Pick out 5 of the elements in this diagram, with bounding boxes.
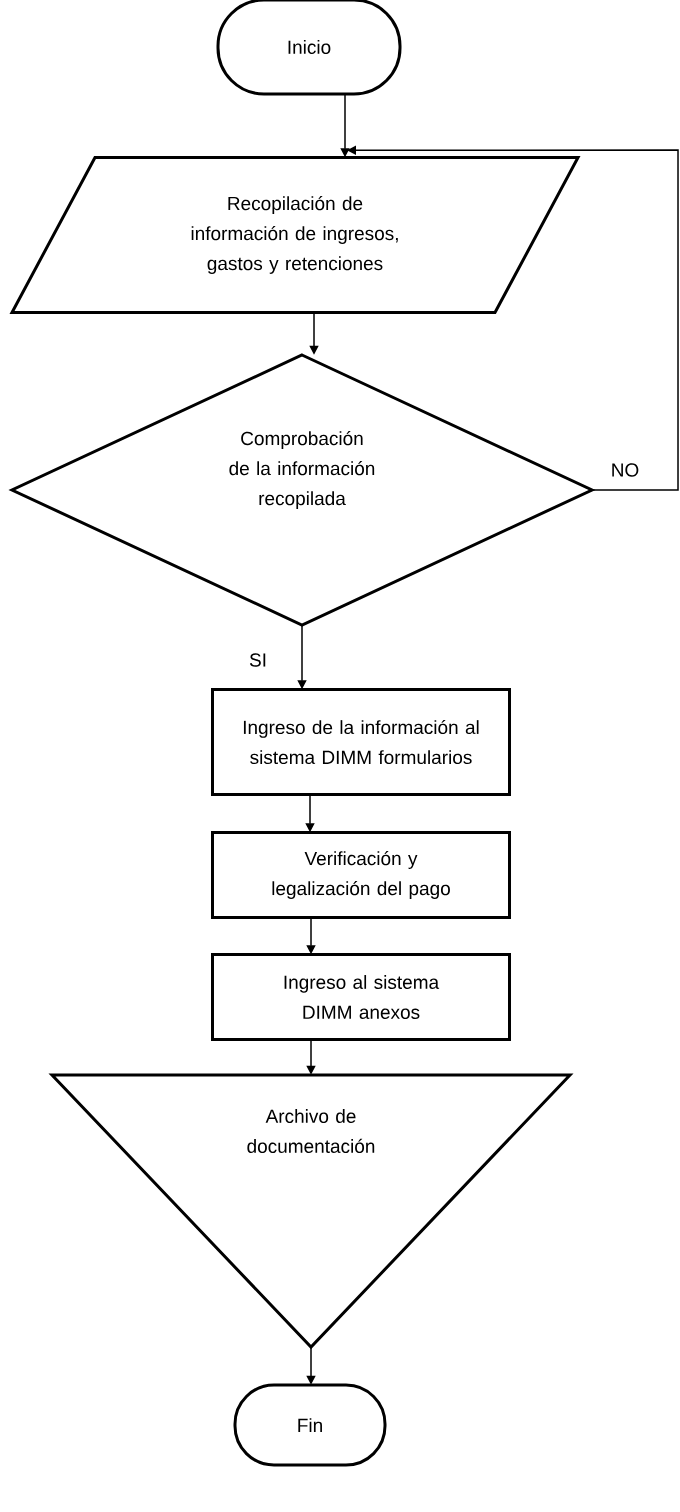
process-box: Ingreso de la información al sistema DIMM formularios xyxy=(211,688,511,796)
edge-label: NO xyxy=(609,462,641,478)
process-box: Ingreso al sistema DIMM anexos xyxy=(211,953,511,1041)
edge-label: SI xyxy=(248,652,268,668)
process-box: Verificación y legalización del pago xyxy=(211,831,511,919)
